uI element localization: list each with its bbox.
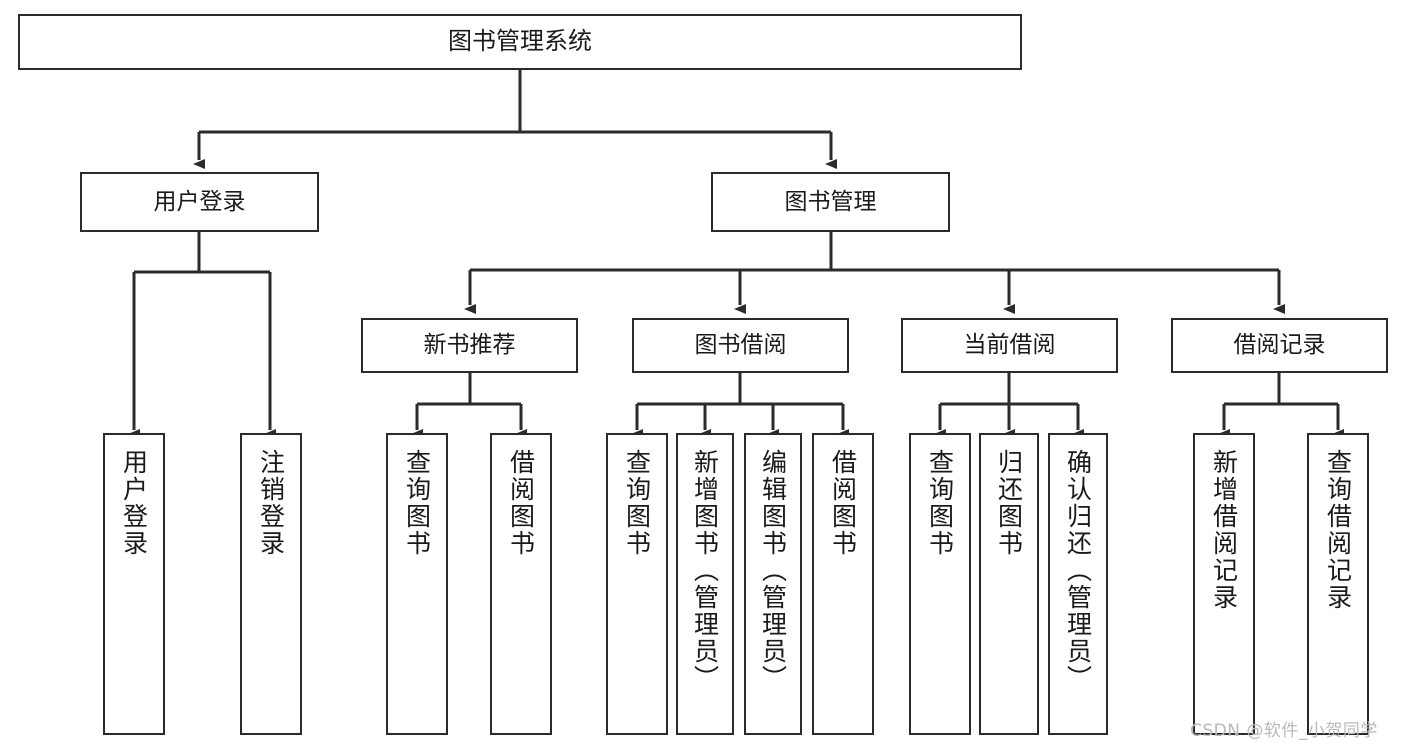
node-borrow-book-1-label: 借阅图书 bbox=[506, 449, 536, 557]
node-return-book[interactable]: 归还图书 bbox=[979, 433, 1039, 735]
node-return-book-label: 归还图书 bbox=[994, 449, 1024, 557]
node-add-book-label: 新增图书（管理员） bbox=[690, 449, 720, 692]
node-current-borrow-label: 当前借阅 bbox=[963, 332, 1056, 359]
node-book-management-label: 图书管理 bbox=[784, 188, 877, 215]
node-user-login-label: 用户登录 bbox=[153, 188, 246, 215]
node-new-book-recommend[interactable]: 新书推荐 bbox=[361, 318, 578, 373]
node-borrow-record[interactable]: 借阅记录 bbox=[1171, 318, 1388, 373]
node-query-book-1-label: 查询图书 bbox=[402, 449, 432, 557]
node-logout-leaf-label: 注销登录 bbox=[256, 449, 286, 557]
node-add-borrow-record[interactable]: 新增借阅记录 bbox=[1193, 433, 1255, 735]
node-current-borrow[interactable]: 当前借阅 bbox=[901, 318, 1118, 373]
node-query-book-1[interactable]: 查询图书 bbox=[386, 433, 448, 735]
node-confirm-return-label: 确认归还（管理员） bbox=[1063, 449, 1093, 692]
node-borrow-book-1[interactable]: 借阅图书 bbox=[490, 433, 552, 735]
node-query-borrow-record-label: 查询借阅记录 bbox=[1323, 449, 1353, 611]
node-add-borrow-record-label: 新增借阅记录 bbox=[1209, 449, 1239, 611]
node-book-borrow[interactable]: 图书借阅 bbox=[632, 318, 849, 373]
node-borrow-record-label: 借阅记录 bbox=[1233, 332, 1326, 359]
node-query-book-3-label: 查询图书 bbox=[925, 449, 955, 557]
node-root[interactable]: 图书管理系统 bbox=[18, 14, 1022, 70]
node-user-login-leaf[interactable]: 用户登录 bbox=[103, 433, 165, 735]
node-root-label: 图书管理系统 bbox=[448, 27, 592, 56]
node-confirm-return[interactable]: 确认归还（管理员） bbox=[1048, 433, 1108, 735]
node-add-book[interactable]: 新增图书（管理员） bbox=[676, 433, 734, 735]
node-book-management[interactable]: 图书管理 bbox=[711, 172, 950, 232]
node-query-book-3[interactable]: 查询图书 bbox=[909, 433, 971, 735]
csdn-watermark: CSDN @软件_小贺同学 bbox=[1190, 721, 1378, 741]
node-new-book-recommend-label: 新书推荐 bbox=[423, 332, 516, 359]
node-query-book-2[interactable]: 查询图书 bbox=[606, 433, 668, 735]
node-user-login[interactable]: 用户登录 bbox=[80, 172, 319, 232]
node-query-borrow-record[interactable]: 查询借阅记录 bbox=[1307, 433, 1369, 735]
node-logout-leaf[interactable]: 注销登录 bbox=[240, 433, 302, 735]
node-edit-book[interactable]: 编辑图书（管理员） bbox=[744, 433, 802, 735]
node-edit-book-label: 编辑图书（管理员） bbox=[758, 449, 788, 692]
node-book-borrow-label: 图书借阅 bbox=[694, 332, 787, 359]
node-user-login-leaf-label: 用户登录 bbox=[119, 449, 149, 557]
node-borrow-book-2[interactable]: 借阅图书 bbox=[812, 433, 874, 735]
node-borrow-book-2-label: 借阅图书 bbox=[828, 449, 858, 557]
node-query-book-2-label: 查询图书 bbox=[622, 449, 652, 557]
